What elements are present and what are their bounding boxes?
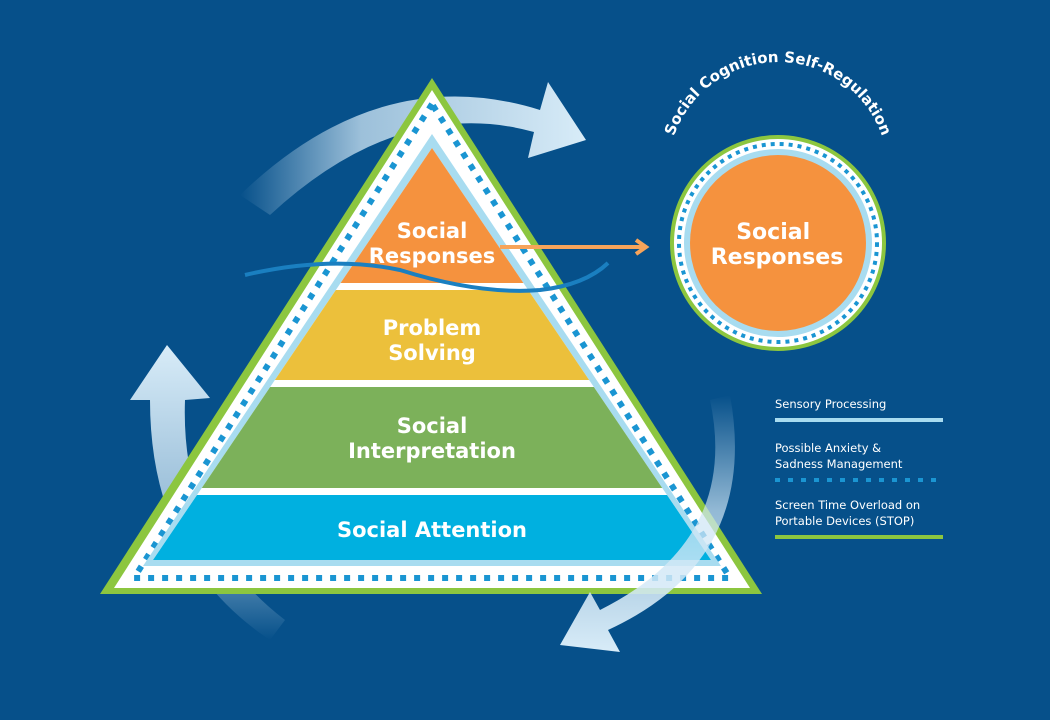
cycle-arrow-left [130,345,285,640]
pyramid-level-4 [153,495,711,560]
connector-arrow [500,238,650,256]
circle-arc-title: Social Cognition Self-Regulation [661,48,895,138]
legend-swatch-solid-green [775,535,943,539]
sensory-wave-line [244,261,610,293]
legend-item-sensory: Sensory Processing [775,396,943,422]
legend-item-screen-time: Screen Time Overload on Portable Devices… [775,497,943,539]
legend-label: Possible Anxiety & Sadness Management [775,441,903,471]
legend-label: Sensory Processing [775,397,887,411]
cycle-arrow-top [240,82,586,215]
pyramid-level-label: Social Attention [337,518,527,542]
circle-label: Social Responses [711,220,844,270]
legend-label: Screen Time Overload on Portable Devices… [775,498,921,528]
pyramid-dotted-line [128,98,736,581]
cycle-arrow-right [560,395,735,652]
legend-item-anxiety: Possible Anxiety & Sadness Management [775,440,943,482]
legend-swatch-dotted-blue [775,478,943,482]
social-responses-circle [670,135,886,351]
legend-swatch-solid-light-blue [775,418,943,422]
